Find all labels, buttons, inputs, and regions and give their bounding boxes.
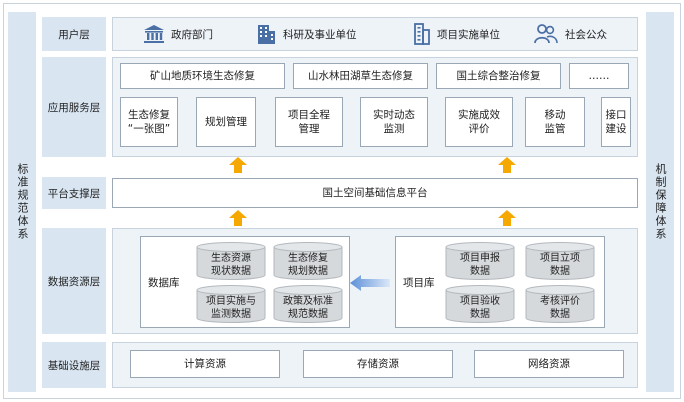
left-sidebar-label: 标准规范体系: [16, 163, 29, 241]
platform-box: 国土空间基础信息平台: [112, 178, 638, 208]
layer-label-data: 数据资源层: [42, 228, 106, 334]
app-monitoring: 实时动态 监测: [360, 97, 428, 147]
user-research: 科研及事业单位: [255, 22, 357, 46]
cylinder-project-item: 项目申报 数据: [445, 242, 515, 280]
left-arrow-icon: [350, 275, 390, 291]
cylinder-label: 生态修复 规划数据: [288, 253, 328, 277]
app-interface: 接口 建设: [601, 97, 631, 147]
user-implementer: 项目实施单位: [413, 22, 500, 46]
cylinder-project-item: 考核评价 数据: [525, 285, 595, 323]
app-evaluation: 实施成效 评价: [445, 97, 513, 147]
user-public-label: 社会公众: [565, 28, 607, 41]
infra-compute: 计算资源: [130, 350, 280, 378]
user-research-label: 科研及事业单位: [283, 28, 357, 41]
cylinder-label: 项目验收 数据: [460, 296, 500, 320]
cylinder-label: 生态资源 现状数据: [211, 253, 251, 277]
app-mine-restoration: 矿山地质环境生态修复: [120, 63, 285, 89]
up-arrow-icon: [498, 157, 516, 173]
right-sidebar-label: 机制保障体系: [654, 163, 667, 241]
cylinder-label: 政策及标准 规范数据: [283, 296, 333, 320]
app-more: ……: [569, 63, 629, 89]
cylinder-project-item: 项目立项 数据: [525, 242, 595, 280]
app-planning: 规划管理: [196, 97, 256, 147]
infra-network: 网络资源: [474, 350, 624, 378]
layer-label-user: 用户层: [42, 17, 106, 51]
cylinder-project-item: 项目验收 数据: [445, 285, 515, 323]
user-implementer-label: 项目实施单位: [437, 28, 500, 41]
people-group-icon: [534, 24, 558, 44]
cylinder-db-item: 生态修复 规划数据: [273, 242, 343, 280]
app-one-map: 生态修复 “一张图”: [120, 97, 178, 147]
cylinder-label: 项目申报 数据: [460, 253, 500, 277]
cylinder-label: 项目实施与 监测数据: [206, 296, 256, 320]
left-sidebar: 标准规范体系: [8, 12, 36, 392]
layer-label-infra: 基础设施层: [42, 342, 106, 388]
infra-storage: 存储资源: [303, 350, 453, 378]
database-label: 数据库: [148, 277, 180, 289]
government-building-icon: [144, 25, 164, 43]
cylinder-db-item: 政策及标准 规范数据: [273, 285, 343, 323]
user-government: 政府部门: [143, 22, 213, 46]
right-sidebar: 机制保障体系: [646, 12, 674, 392]
cylinder-db-item: 生态资源 现状数据: [196, 242, 266, 280]
up-arrow-icon: [229, 157, 247, 173]
app-landscape-restoration: 山水林田湖草生态修复: [293, 63, 428, 89]
office-building-icon: [258, 25, 275, 44]
app-land-consolidation: 国土综合整治修复: [436, 63, 561, 89]
cylinder-label: 考核评价 数据: [540, 296, 580, 320]
user-government-label: 政府部门: [171, 28, 213, 41]
tower-building-icon: [414, 23, 430, 45]
cylinder-label: 项目立项 数据: [540, 253, 580, 277]
cylinder-db-item: 项目实施与 监测数据: [196, 285, 266, 323]
layer-label-platform: 平台支撑层: [42, 177, 106, 209]
layer-label-app: 应用服务层: [42, 57, 106, 157]
app-mobile: 移动 监管: [525, 97, 585, 147]
app-project-management: 项目全程 管理: [275, 97, 343, 147]
up-arrow-icon: [498, 210, 516, 226]
user-public: 社会公众: [533, 22, 607, 46]
project-db-label: 项目库: [403, 277, 435, 289]
up-arrow-icon: [229, 210, 247, 226]
